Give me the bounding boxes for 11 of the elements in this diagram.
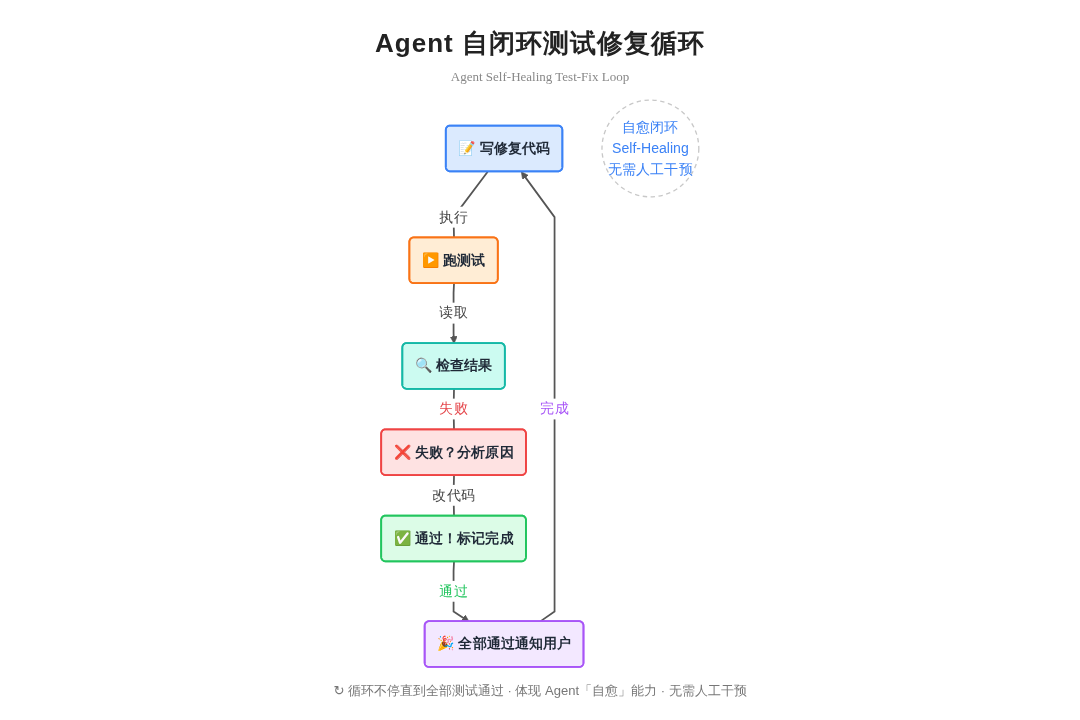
subtitle: Agent Self-Healing Test-Fix Loop: [450, 69, 630, 85]
diagram-title: Agent 自闭环测试修复循环: [375, 27, 705, 60]
caption-note: ↻ 循环不停直到全部测试通过 · 体现 Agent「自愈」能力 · 无需人工干预: [333, 682, 747, 700]
edge-label: 改代码: [432, 487, 475, 503]
edge-label: 失败: [439, 401, 468, 417]
arrow: [521, 171, 556, 623]
edge-label: 读取: [439, 305, 468, 321]
edge-label: 通过: [439, 583, 468, 599]
node-circle: 自愈闭环 Self-Healing 无需人工干预: [601, 99, 700, 198]
edge-label: 完成: [540, 401, 569, 417]
edge-label: 执行: [439, 209, 468, 225]
